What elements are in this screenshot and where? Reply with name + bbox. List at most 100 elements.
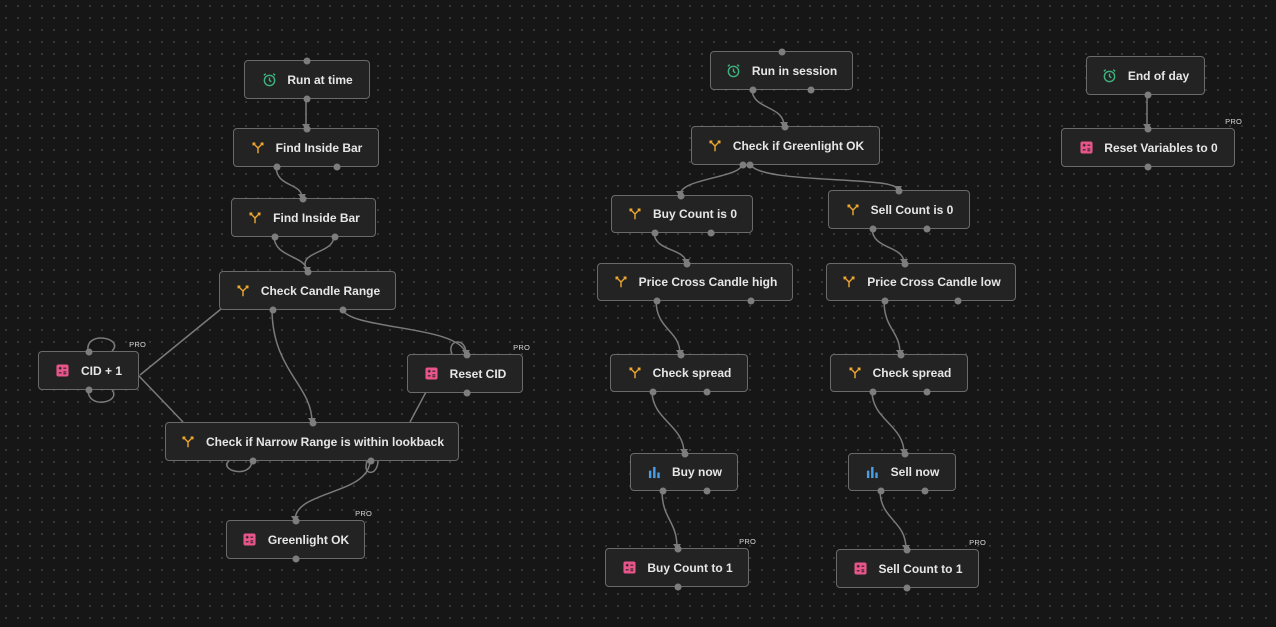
edge-reset-cid-to-check-narrow-range — [409, 391, 427, 423]
node-check-spread-buy[interactable]: Check spread — [610, 351, 748, 396]
port-out[interactable] — [463, 389, 471, 397]
bar-chart-icon — [865, 464, 881, 480]
node-sell-now[interactable]: Sell now — [848, 450, 956, 495]
port-out[interactable] — [659, 487, 667, 495]
port-out[interactable] — [921, 487, 929, 495]
port-out[interactable] — [807, 86, 815, 94]
port-out[interactable] — [333, 163, 341, 171]
port-out[interactable] — [707, 229, 715, 237]
node-sell-count-is-0[interactable]: Sell Count is 0 — [828, 187, 970, 233]
port-in[interactable] — [309, 419, 317, 427]
port-out[interactable] — [271, 233, 279, 241]
port-in[interactable] — [781, 123, 789, 131]
variable-icon — [1078, 140, 1094, 156]
port-out[interactable] — [1144, 91, 1152, 99]
node-check-narrow-range[interactable]: Check if Narrow Range is within lookback — [165, 419, 459, 465]
port-in[interactable] — [901, 450, 909, 458]
port-in[interactable] — [299, 195, 307, 203]
edge-buy-count-to-price-cross-high — [653, 231, 687, 264]
port-out[interactable] — [923, 225, 931, 233]
node-buy-count-is-0[interactable]: Buy Count is 0 — [611, 192, 753, 237]
node-find-inside-bar-2[interactable]: Find Inside Bar — [231, 195, 376, 241]
node-check-spread-sell[interactable]: Check spread — [830, 351, 968, 396]
port-out[interactable] — [869, 388, 877, 396]
port-in[interactable] — [1144, 125, 1152, 133]
clock-icon — [261, 72, 277, 88]
port-in[interactable] — [897, 351, 905, 359]
edge-cid-to-check-narrow-range — [137, 374, 184, 423]
node-run-at-time[interactable]: Run at time — [244, 57, 370, 103]
node-reset-cid[interactable]: Reset CID PRO — [407, 343, 530, 397]
node-sell-count-to-1[interactable]: Sell Count to 1 PRO — [836, 538, 986, 592]
port-in[interactable] — [677, 192, 685, 200]
port-out[interactable] — [703, 388, 711, 396]
port-out[interactable] — [649, 388, 657, 396]
port-in[interactable] — [901, 260, 909, 268]
pro-badge: PRO — [355, 509, 372, 518]
port-out[interactable] — [1144, 163, 1152, 171]
port-out[interactable] — [869, 225, 877, 233]
port-in[interactable] — [85, 348, 93, 356]
port-out[interactable] — [339, 306, 347, 314]
edge-find-inside-bar-to-check-candle-range — [273, 235, 308, 272]
edge-check-greenlight-to-buy-count — [679, 163, 743, 196]
port-in[interactable] — [292, 517, 300, 525]
port-in[interactable] — [303, 125, 311, 133]
port-in[interactable] — [463, 351, 471, 359]
port-out[interactable] — [703, 487, 711, 495]
port-out[interactable] — [747, 297, 755, 305]
node-run-in-session[interactable]: Run in session — [710, 48, 853, 94]
port-out[interactable] — [923, 388, 931, 396]
port-in[interactable] — [674, 545, 682, 553]
edge-run-in-session-to-check-greenlight — [751, 88, 785, 127]
node-cid-plus-1[interactable]: CID + 1 PRO — [38, 340, 146, 394]
edge-check-narrow-range-loop-2 — [365, 459, 379, 474]
port-in[interactable] — [683, 260, 691, 268]
port-out[interactable] — [749, 86, 757, 94]
port-in[interactable] — [681, 450, 689, 458]
node-label: Find Inside Bar — [273, 210, 360, 225]
port-in[interactable] — [778, 48, 786, 56]
port-out[interactable] — [249, 457, 257, 465]
edge-check-greenlight-to-sell-count — [749, 163, 899, 191]
node-find-inside-bar-1[interactable]: Find Inside Bar — [233, 125, 379, 171]
node-check-greenlight[interactable]: Check if Greenlight OK — [691, 123, 880, 169]
pro-badge: PRO — [1225, 117, 1242, 126]
port-out[interactable] — [367, 457, 375, 465]
port-in[interactable] — [903, 546, 911, 554]
node-reset-variables[interactable]: Reset Variables to 0 PRO — [1061, 117, 1242, 171]
node-label: Buy now — [672, 465, 722, 479]
port-out[interactable] — [85, 386, 93, 394]
node-label: CID + 1 — [80, 363, 122, 378]
node-end-of-day[interactable]: End of day — [1086, 56, 1205, 99]
port-in[interactable] — [677, 351, 685, 359]
port-out[interactable] — [881, 297, 889, 305]
port-in[interactable] — [895, 187, 903, 195]
branch-icon — [250, 140, 266, 156]
node-buy-now[interactable]: Buy now — [630, 450, 738, 495]
port-out[interactable] — [954, 297, 962, 305]
port-out[interactable] — [903, 584, 911, 592]
node-check-candle-range[interactable]: Check Candle Range — [219, 268, 396, 314]
port-out[interactable] — [746, 161, 754, 169]
port-out[interactable] — [653, 297, 661, 305]
node-buy-count-to-1[interactable]: Buy Count to 1 PRO — [605, 537, 756, 591]
port-out[interactable] — [651, 229, 659, 237]
port-out[interactable] — [331, 233, 339, 241]
node-price-cross-low[interactable]: Price Cross Candle low — [826, 260, 1016, 305]
node-price-cross-high[interactable]: Price Cross Candle high — [597, 260, 793, 305]
port-out[interactable] — [303, 95, 311, 103]
port-out[interactable] — [269, 306, 277, 314]
edge-sell-count-to-price-cross-low — [871, 227, 905, 264]
node-label: Check if Greenlight OK — [732, 138, 865, 153]
port-out[interactable] — [292, 555, 300, 563]
port-in[interactable] — [303, 57, 311, 65]
port-out[interactable] — [739, 161, 747, 169]
port-out[interactable] — [877, 487, 885, 495]
branch-icon — [247, 210, 263, 226]
port-out[interactable] — [674, 583, 682, 591]
port-out[interactable] — [273, 163, 281, 171]
port-in[interactable] — [304, 268, 312, 276]
node-greenlight-ok[interactable]: Greenlight OK PRO — [226, 509, 372, 563]
